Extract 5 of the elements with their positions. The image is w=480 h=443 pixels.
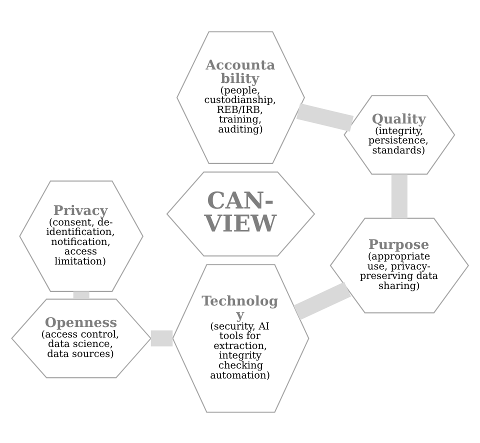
connector xyxy=(294,281,352,320)
connector xyxy=(391,174,408,218)
connector xyxy=(150,330,173,346)
connector xyxy=(296,102,354,132)
connector xyxy=(73,291,90,298)
